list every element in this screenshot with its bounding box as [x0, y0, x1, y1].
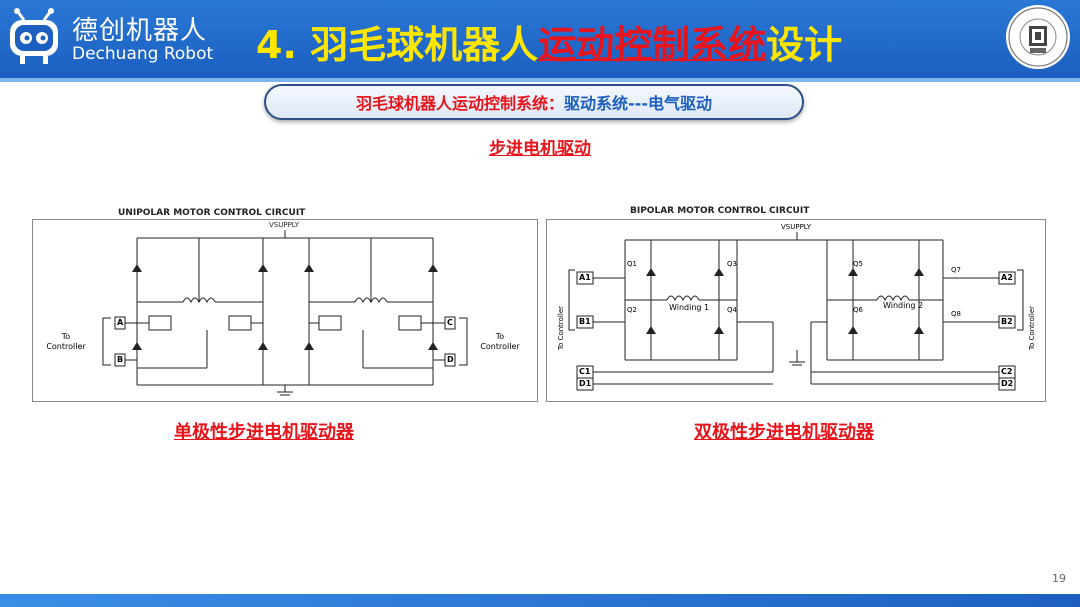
section-pill: 羽毛球机器人运动控制系统：驱动系统---电气驱动	[264, 84, 804, 120]
unipolar-to-controller-left: To Controller	[46, 332, 86, 351]
title-part1: 羽毛球机器人	[310, 23, 539, 67]
header-bar	[0, 0, 1080, 78]
bipolar-winding1: Winding 1	[669, 303, 710, 312]
header-stripe	[0, 78, 1080, 82]
bipolar-q2: Q2	[627, 306, 637, 314]
section-subtitle: 步进电机驱动	[489, 139, 591, 159]
university-seal-icon	[1006, 5, 1070, 69]
bipolar-circuit-diagram: VSUPPLY A1 B1 C1 D1 A2 B2 C2 D2 Q1 Q2 Q3…	[546, 219, 1046, 402]
title-part3: 设计	[766, 23, 843, 67]
bipolar-q1: Q1	[627, 260, 637, 268]
bipolar-caption: 双极性步进电机驱动器	[694, 422, 874, 443]
unipolar-schematic	[102, 230, 468, 396]
bipolar-to-controller-right: To Controller	[1028, 305, 1036, 351]
brand-name-en: Dechuang Robot	[72, 44, 214, 64]
unipolar-caption: 单极性步进电机驱动器	[174, 422, 354, 443]
bipolar-q4: Q4	[727, 306, 737, 314]
unipolar-supply-label: VSUPPLY	[269, 221, 300, 229]
bipolar-q6: Q6	[853, 306, 863, 314]
bipolar-to-controller-left: To Controller	[557, 305, 565, 351]
bipolar-input-b2: B2	[1001, 317, 1013, 326]
title-highlight: 运动控制系统	[538, 23, 767, 67]
bipolar-q3: Q3	[727, 260, 737, 268]
unipolar-input-d: D	[447, 355, 454, 364]
bipolar-schematic	[568, 232, 1024, 391]
unipolar-input-c: C	[447, 318, 453, 327]
unipolar-title: UNIPOLAR MOTOR CONTROL CIRCUIT	[118, 208, 306, 218]
bipolar-input-d1: D1	[579, 379, 592, 388]
unipolar-to-controller-right: To Controller	[480, 332, 520, 351]
footer-bar	[0, 594, 1080, 607]
bipolar-input-c2: C2	[1001, 367, 1013, 376]
bipolar-input-a1: A1	[579, 273, 591, 282]
bipolar-q8: Q8	[951, 310, 961, 318]
page-title: 4. 羽毛球机器人运动控制系统设计	[256, 14, 842, 69]
bipolar-winding2: Winding 2	[883, 301, 924, 310]
bipolar-supply-label: VSUPPLY	[781, 223, 812, 231]
unipolar-circuit-diagram: VSUPPLY A B C D To Controller To Control…	[32, 219, 538, 402]
brand-name-cn: 德创机器人	[72, 16, 208, 46]
bipolar-q7: Q7	[951, 266, 961, 274]
pill-text-part2: 驱动系统---电气驱动	[564, 94, 712, 113]
page-number: 19	[1052, 572, 1066, 585]
bipolar-title: BIPOLAR MOTOR CONTROL CIRCUIT	[630, 206, 810, 216]
pill-text-part1: 羽毛球机器人运动控制系统：	[356, 94, 565, 113]
robot-logo-icon	[10, 8, 58, 64]
bipolar-q5: Q5	[853, 260, 863, 268]
title-number: 4.	[256, 23, 297, 67]
unipolar-input-b: B	[117, 355, 124, 364]
bipolar-input-c1: C1	[579, 367, 591, 376]
bipolar-input-d2: D2	[1001, 379, 1014, 388]
unipolar-input-a: A	[117, 318, 124, 327]
bipolar-input-a2: A2	[1001, 273, 1013, 282]
bipolar-input-b1: B1	[579, 317, 591, 326]
